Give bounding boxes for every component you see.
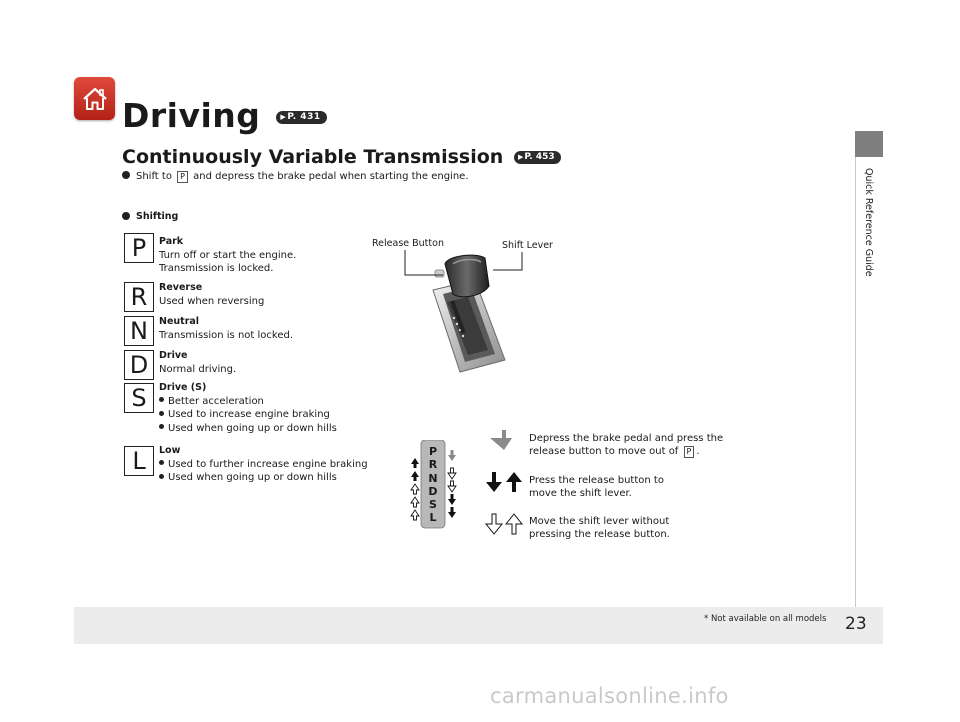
up-arrow-outline-icon	[410, 509, 420, 521]
gear-description-low: Low Used to further increase engine brak…	[159, 444, 389, 485]
gear-box-d: D	[124, 350, 154, 380]
up-arrow-solid-icon	[411, 458, 419, 468]
gear-box-p: P	[124, 233, 154, 263]
down-arrow-solid-icon	[448, 507, 456, 518]
watermark-text: carmanualsonline.info	[490, 684, 729, 708]
gear-description-drive-s: Drive (S) Better acceleration Used to in…	[159, 381, 389, 435]
down-arrow-gray-icon	[448, 450, 456, 461]
bullet-icon	[159, 410, 164, 416]
shifting-heading: Shifting	[122, 211, 178, 222]
gear-line: Turn off or start the engine.	[159, 249, 297, 261]
section-reference-text: P. 453	[524, 152, 555, 162]
gear-description-drive: Drive Normal driving.	[159, 349, 389, 376]
gear-bullet: Used to increase engine braking	[159, 408, 389, 422]
legend-text-end: .	[696, 446, 700, 457]
bullet-icon	[159, 397, 164, 402]
gear-box-n: N	[124, 316, 154, 346]
shift-lever-illustration	[432, 254, 506, 373]
home-button[interactable]	[74, 77, 115, 120]
up-arrow-outline-legend-icon	[504, 513, 524, 535]
down-arrow-outline-icon	[447, 480, 457, 493]
indicator-letter: L	[429, 511, 437, 525]
up-arrow-outline-icon	[410, 496, 420, 508]
sidebar-label[interactable]: Quick Reference Guide	[862, 168, 878, 328]
gear-name: Park	[159, 236, 184, 247]
shift-lever-label: Shift Lever	[502, 240, 553, 251]
gear-bullet: Used to further increase engine braking	[159, 458, 389, 472]
page-title: Driving ▶P. 431	[122, 96, 327, 135]
arrow-legend-icons	[484, 430, 524, 535]
gear-symbol-p: P	[683, 446, 695, 458]
down-arrow-solid-legend-icon	[486, 472, 502, 492]
indicator-letter: R	[428, 458, 438, 472]
gear-symbol-p: P	[177, 171, 188, 183]
page-reference-link[interactable]: ▶P. 431	[276, 111, 327, 124]
indicator-letter: D	[428, 484, 438, 498]
bullet-icon	[159, 424, 164, 429]
section-reference-link[interactable]: ▶P. 453	[513, 151, 561, 164]
gear-description-park: Park Turn off or start the engine. Trans…	[159, 235, 389, 276]
sidebar-label-text: Quick Reference Guide	[863, 168, 874, 277]
legend-item-gray-arrow: Depress the brake pedal and press the re…	[529, 432, 729, 458]
up-arrow-solid-icon	[411, 471, 419, 481]
gear-indicator-letters: P R N D S L	[421, 445, 445, 525]
gear-box-l: L	[124, 446, 154, 476]
gear-line: Transmission is locked.	[159, 263, 274, 274]
bullet-icon	[159, 473, 164, 479]
down-arrow-solid-icon	[448, 494, 456, 505]
release-button-label: Release Button	[372, 238, 444, 249]
gear-position-diagram	[410, 440, 457, 529]
gear-box-r: R	[124, 282, 154, 312]
gear-bullet: Used when going up or down hills	[159, 422, 389, 436]
intro-line: Shift to P and depress the brake pedal w…	[122, 171, 469, 183]
gear-box-s: S	[124, 383, 154, 413]
home-icon	[82, 87, 107, 110]
indicator-letter: S	[429, 498, 437, 512]
intro-text-end: and depress the brake pedal when startin…	[193, 171, 469, 182]
gear-name: Drive (S)	[159, 382, 207, 393]
page-number: 23	[845, 614, 867, 634]
section-title-text: Continuously Variable Transmission	[122, 146, 504, 168]
sidebar-tab-marker	[855, 131, 883, 157]
gear-line: Used when reversing	[159, 295, 265, 307]
gear-bullet: Better acceleration	[159, 395, 389, 409]
indicator-letter: N	[428, 471, 438, 485]
legend-item-solid-arrow: Press the release button to move the shi…	[529, 475, 664, 499]
gear-line: Transmission is not locked.	[159, 329, 294, 341]
footer-band	[74, 607, 883, 644]
up-arrow-outline-icon	[410, 483, 420, 495]
indicator-letter: P	[428, 445, 438, 458]
intro-text-start: Shift to	[136, 171, 172, 182]
section-title: Continuously Variable Transmission ▶P. 4…	[122, 146, 561, 168]
down-arrow-outline-legend-icon	[484, 513, 504, 535]
legend-text: Depress the brake pedal and press the re…	[529, 433, 724, 457]
gear-line: Normal driving.	[159, 363, 237, 375]
bullet-icon	[122, 171, 130, 179]
gear-name: Reverse	[159, 282, 203, 293]
gear-description-neutral: Neutral Transmission is not locked.	[159, 315, 389, 342]
down-arrow-gray-legend-icon	[490, 430, 512, 450]
page-title-text: Driving	[122, 96, 261, 135]
gear-name: Neutral	[159, 316, 200, 327]
up-arrow-solid-legend-icon	[506, 472, 522, 492]
gear-bullet: Used when going up or down hills	[159, 471, 389, 485]
down-arrow-outline-icon	[447, 467, 457, 480]
sidebar-divider	[855, 131, 856, 644]
callout-lines	[404, 250, 523, 276]
page-reference-text: P. 431	[287, 112, 321, 122]
bullet-icon	[122, 211, 130, 220]
footnote: * Not available on all models	[704, 614, 827, 624]
gear-description-reverse: Reverse Used when reversing	[159, 281, 389, 308]
legend-item-outline-arrow: Move the shift lever without pressing th…	[529, 516, 670, 540]
shifting-heading-text: Shifting	[136, 211, 179, 222]
gear-name: Drive	[159, 350, 188, 361]
bullet-icon	[159, 460, 164, 465]
gear-name: Low	[159, 445, 181, 456]
